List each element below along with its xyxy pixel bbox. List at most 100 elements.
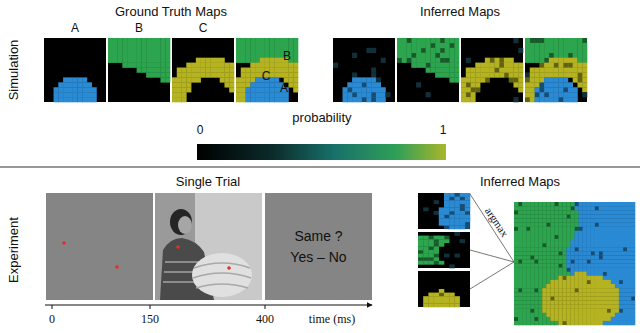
map-cell [599,214,603,218]
map-cell [362,87,367,92]
map-cell [196,63,201,68]
map-cell [475,87,480,92]
map-cell [599,227,603,231]
map-cell [439,239,445,243]
map-cell [279,72,284,77]
map-cell [376,82,381,87]
map-ground [461,38,523,102]
map-cell [201,68,206,73]
map-cell [522,214,526,218]
map-cell [435,48,440,53]
map-cell [411,53,416,58]
map-cell [352,97,357,102]
map-cell [269,38,274,43]
map-cell [63,87,68,92]
map-cell [587,259,591,263]
map-cell [513,38,518,43]
map-cell [538,276,542,280]
map-cell [444,200,450,204]
map-cell [274,72,279,77]
map-cell [583,243,587,247]
map-cell [615,223,619,227]
map-cell [118,58,123,63]
map-cell [538,272,542,276]
axis-tick [52,305,265,309]
map-cell [172,87,177,92]
map-cell [366,77,371,82]
map-cell [418,243,424,247]
map-cell [607,309,611,313]
map-cell [526,276,530,280]
map-cell [542,259,546,263]
map-cell [439,261,445,265]
map-cell [454,38,459,43]
map-cell [172,77,177,82]
map-cell [587,272,591,276]
map-cell [146,63,151,68]
map-cell [460,207,466,211]
map-cell [530,239,534,243]
map-cell [434,300,440,304]
map-cell [599,210,603,214]
map-cell [466,82,471,87]
map-cell [454,204,460,208]
map-cell [513,68,518,73]
map-cell [241,58,246,63]
map-cell [54,97,59,102]
map-cell [146,53,151,58]
map-cell [444,300,450,304]
map-cell [255,58,260,63]
map-cell [220,58,225,63]
map-cell [595,321,599,325]
map-cell [146,58,151,63]
map-cell [562,284,566,288]
map-cell [526,206,530,210]
map-cell [607,255,611,259]
map-cell [558,235,562,239]
map-cell [87,87,92,92]
map-cell [357,77,362,82]
map-cell [518,300,522,304]
map-cell [607,206,611,210]
map-cell [423,236,429,240]
map-cell [535,38,540,43]
map-cell [274,43,279,48]
map-cell [627,255,631,259]
map-cell [454,215,460,219]
map-cell [518,280,522,284]
map-cell [591,272,595,276]
map-cell [73,82,78,87]
map-cell [627,227,631,231]
map-cell [558,38,563,43]
map-cell [418,239,424,243]
map-cell [241,82,246,87]
map-cell [465,204,471,208]
map-cell [611,272,615,276]
map-cell [539,77,544,82]
map-cell [591,243,595,247]
map-cell [591,264,595,268]
map-cell [246,38,251,43]
map-cell [595,227,599,231]
map-cell [449,264,455,268]
map-cell [362,77,367,82]
map-cell [525,38,530,43]
map-cell [568,63,573,68]
map-cell [288,72,293,77]
map-cell [535,97,540,102]
map-cell [534,321,538,325]
map-cell [591,227,595,231]
map-cell [542,231,546,235]
map-cell [562,227,566,231]
map-cell [615,309,619,313]
map-cell [631,317,635,321]
colorbar-tick: 0 [197,124,204,137]
map-cell [558,63,563,68]
map-cell [549,38,554,43]
map-cell [255,82,260,87]
map-cell [444,303,450,307]
map-cell [554,92,559,97]
map-cell [526,264,530,268]
map-cell [445,58,450,63]
map-cell [376,77,381,82]
